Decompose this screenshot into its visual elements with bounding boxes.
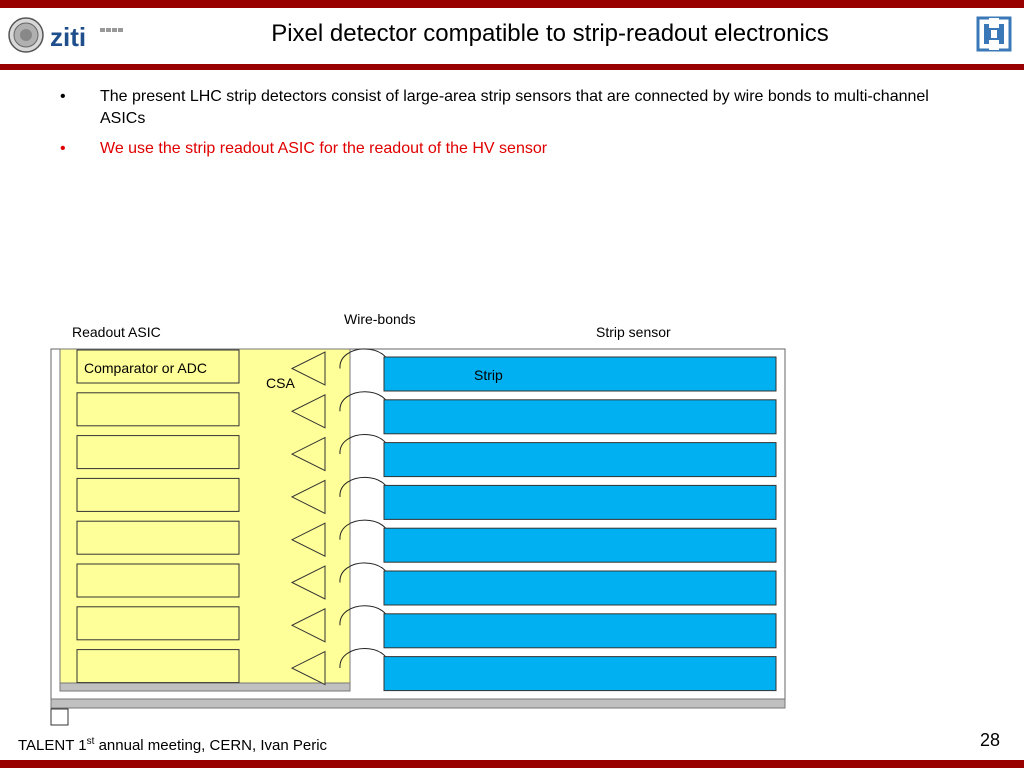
asic-base-strip: [59, 682, 351, 692]
csa-triangle-7: [290, 607, 326, 643]
strip-4: [383, 484, 777, 520]
university-logo: ziti: [6, 14, 126, 63]
bullet-text-1: The present LHC strip detectors consist …: [100, 88, 929, 127]
strip-label: Strip: [474, 367, 503, 383]
bullet-dot: •: [60, 140, 66, 157]
csa-triangle-3: [290, 436, 326, 472]
comparator-box-4: [76, 477, 240, 512]
strip-2: [383, 399, 777, 435]
comparator-box-2: [76, 392, 240, 427]
bullet-list: • The present LHC strip detectors consist…: [60, 86, 940, 168]
csa-label: CSA: [266, 375, 295, 391]
comparator-box-7: [76, 606, 240, 641]
bullet-text-2: We use the strip readout ASIC for the re…: [100, 140, 548, 157]
csa-triangle-2: [290, 393, 326, 429]
strip-1: [383, 356, 777, 392]
csa-triangle-1: [290, 351, 326, 386]
bottom-bar: [0, 760, 1024, 768]
readout-asic-label: Readout ASIC: [72, 324, 161, 340]
footer-post: annual meeting, CERN, Ivan Peric: [94, 737, 328, 754]
footer-sup: st: [86, 736, 95, 747]
base-strip: [50, 698, 786, 709]
strip-8: [383, 656, 777, 692]
strip-sensor-label: Strip sensor: [596, 324, 671, 340]
footer-pre: TALENT 1: [18, 737, 87, 754]
strip-3: [383, 442, 777, 478]
comparator-label: Comparator or ADC: [84, 360, 207, 376]
csa-triangle-5: [290, 522, 326, 558]
wire-bonds-label: Wire-bonds: [344, 311, 416, 327]
comparator-box-5: [76, 520, 240, 555]
csa-triangle-6: [290, 565, 326, 600]
comparator-box-8: [76, 649, 240, 684]
title-underline-bar: [0, 64, 1024, 70]
top-bar: [0, 0, 1024, 8]
channel-group: [76, 348, 777, 692]
slide-title: Pixel detector compatible to strip-reado…: [271, 20, 829, 47]
ziti-logo-text: ziti: [50, 22, 86, 52]
strip-6: [383, 570, 777, 606]
institute-logo-icon: [976, 16, 1012, 57]
comparator-box-1: [76, 349, 240, 384]
corner-square: [50, 708, 69, 726]
csa-triangle-8: [290, 650, 326, 686]
bullet-item-1: • The present LHC strip detectors consist…: [60, 86, 940, 130]
comparator-box-3: [76, 435, 240, 470]
comparator-box-6: [76, 563, 240, 598]
bullet-item-2: • We use the strip readout ASIC for the r…: [60, 138, 940, 160]
strip-5: [383, 527, 777, 563]
footer: TALENT 1st annual meeting, CERN, Ivan Pe…: [18, 736, 327, 754]
bullet-dot: •: [60, 88, 66, 105]
strip-7: [383, 613, 777, 649]
csa-triangle-4: [290, 479, 326, 515]
page-number: 28: [980, 730, 1001, 750]
